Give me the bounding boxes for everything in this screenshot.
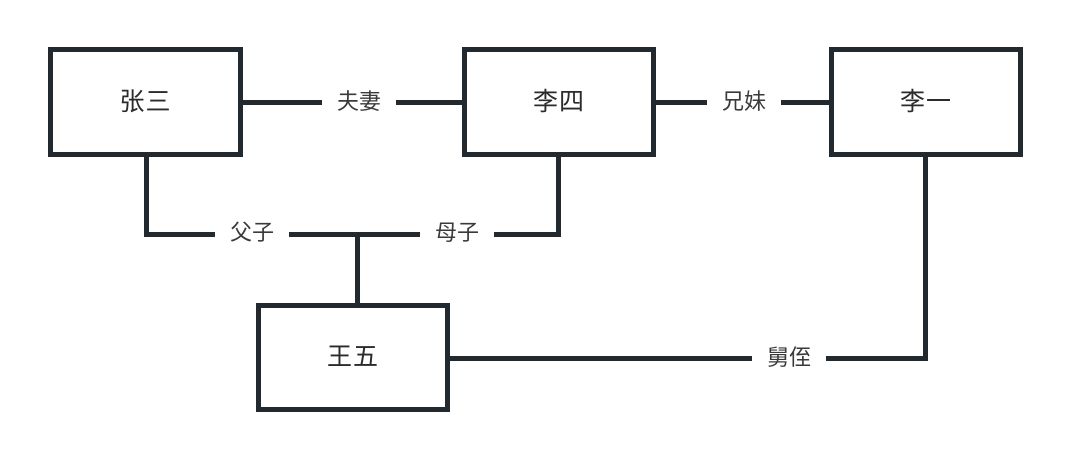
edge-line-parent-bus: [144, 232, 561, 237]
node-zhangsan[interactable]: 张三: [48, 47, 243, 157]
edge-line-liyi-stem: [923, 157, 928, 361]
edge-label-muzi: 母子: [420, 221, 494, 245]
edge-label-jiuzhi: 舅侄: [752, 346, 826, 370]
node-label-wangwu: 王五: [326, 344, 379, 371]
node-wangwu[interactable]: 王五: [256, 303, 450, 412]
edge-label-fuqi: 夫妻: [322, 90, 396, 114]
edge-line-wangwu-stem: [355, 232, 360, 303]
node-lisi[interactable]: 李四: [462, 47, 656, 157]
node-label-liyi: 李一: [899, 88, 952, 116]
edge-label-xiongmei: 兄妹: [707, 90, 781, 114]
edge-line-jiuzhi: [450, 356, 928, 361]
edge-label-fuzi: 父子: [215, 221, 289, 245]
node-label-lisi: 李四: [532, 88, 585, 116]
node-liyi[interactable]: 李一: [829, 47, 1023, 157]
node-label-zhangsan: 张三: [119, 88, 172, 116]
edge-line-lisi-stem: [556, 157, 561, 237]
edge-line-zhangsan-stem: [144, 157, 149, 237]
